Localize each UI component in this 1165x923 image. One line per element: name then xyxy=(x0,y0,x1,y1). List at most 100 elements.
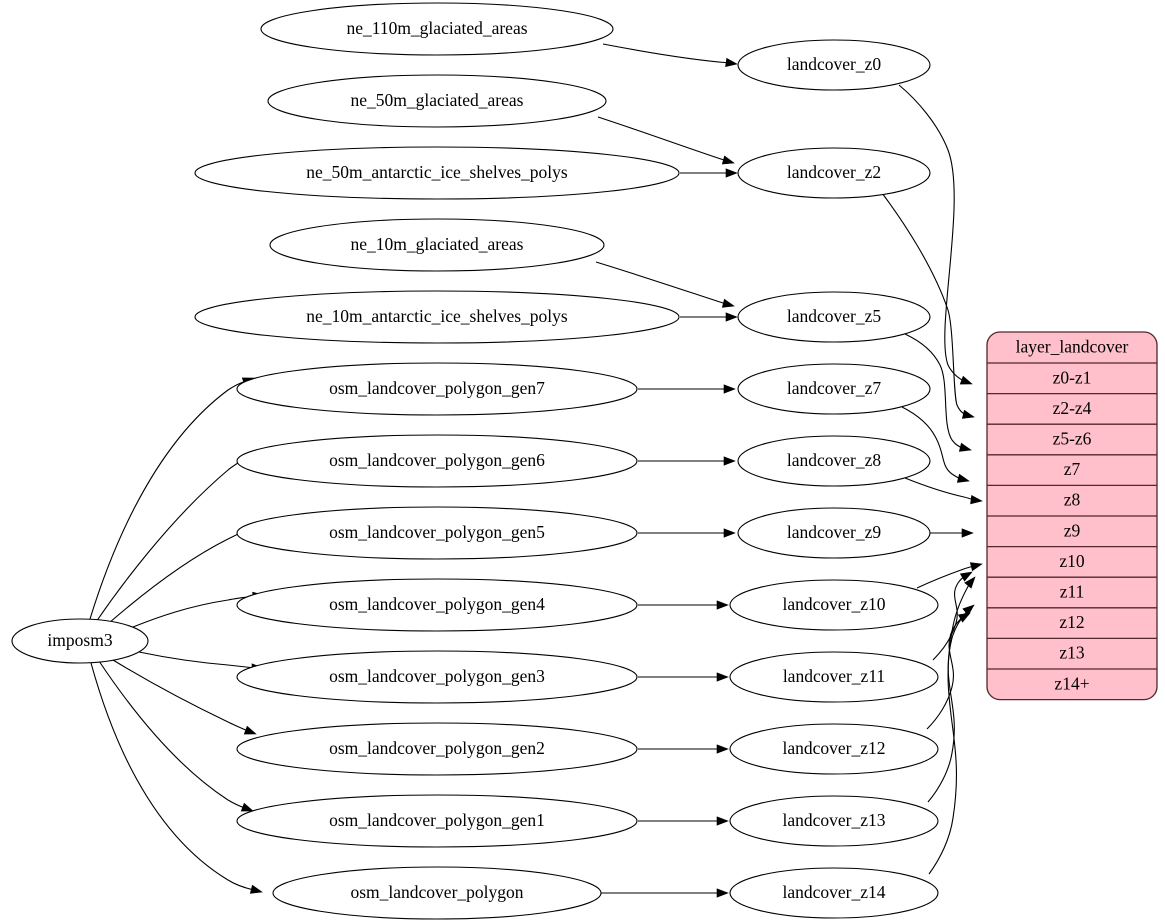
edge-osm-landcover-polygon-gen6-to-landcover-z8 xyxy=(638,456,736,466)
edge-imposm3-to-osm-landcover-polygon xyxy=(90,662,263,894)
node-ne-50m-glaciated-areas[interactable]: ne_50m_glaciated_areas xyxy=(267,74,607,128)
arrowhead-icon xyxy=(249,884,263,894)
table-row-z10[interactable]: z10 xyxy=(1059,551,1085,571)
node-label: osm_landcover_polygon_gen1 xyxy=(329,810,545,830)
node-landcover-z10[interactable]: landcover_z10 xyxy=(729,579,939,631)
edge-line xyxy=(928,582,971,875)
edge-osm-landcover-polygon-gen7-to-landcover-z7 xyxy=(638,384,736,394)
node-osm-landcover-polygon-gen2[interactable]: osm_landcover_polygon_gen2 xyxy=(236,722,638,776)
node-label: osm_landcover_polygon_gen7 xyxy=(329,378,545,398)
node-osm-landcover-polygon-gen4[interactable]: osm_landcover_polygon_gen4 xyxy=(236,578,638,632)
arrowhead-icon xyxy=(716,744,729,754)
arrowhead-icon xyxy=(961,528,974,538)
node-ne-50m-antarctic-ice-shelves-polys[interactable]: ne_50m_antarctic_ice_shelves_polys xyxy=(194,146,680,200)
node-label: landcover_z5 xyxy=(787,306,882,326)
edge-line xyxy=(904,333,964,449)
node-landcover-z14[interactable]: landcover_z14 xyxy=(729,867,939,919)
node-ne-10m-antarctic-ice-shelves-polys[interactable]: ne_10m_antarctic_ice_shelves_polys xyxy=(194,290,680,344)
node-ne-110m-glaciated-areas[interactable]: ne_110m_glaciated_areas xyxy=(260,2,614,56)
edge-line xyxy=(916,565,975,589)
node-shape xyxy=(236,650,638,704)
table-row-z11[interactable]: z11 xyxy=(1060,582,1085,602)
edge-osm-landcover-polygon-to-landcover-z14 xyxy=(601,888,729,898)
edge-line xyxy=(597,116,728,162)
table-row-z12[interactable]: z12 xyxy=(1059,612,1084,632)
node-osm-landcover-polygon-gen1[interactable]: osm_landcover_polygon_gen1 xyxy=(236,794,638,848)
arrowhead-icon xyxy=(959,571,973,582)
node-landcover-z0[interactable]: landcover_z0 xyxy=(737,39,931,91)
edge-imposm3-to-osm-landcover-polygon-gen2 xyxy=(112,659,257,735)
edge-ne-10m-glaciated-areas-to-landcover-z5 xyxy=(595,261,735,308)
node-landcover-z5[interactable]: landcover_z5 xyxy=(737,291,931,343)
table-row-z9[interactable]: z9 xyxy=(1064,520,1081,540)
node-label: landcover_z10 xyxy=(782,594,885,614)
arrowhead-icon xyxy=(721,155,735,165)
edge-line xyxy=(138,651,256,669)
edge-line xyxy=(98,660,246,809)
node-landcover-z12[interactable]: landcover_z12 xyxy=(729,723,939,775)
table-row-z8[interactable]: z8 xyxy=(1064,490,1081,510)
node-label: landcover_z8 xyxy=(787,450,882,470)
arrowhead-icon xyxy=(725,312,738,322)
node-osm-landcover-polygon[interactable]: osm_landcover_polygon xyxy=(272,866,602,920)
node-shape xyxy=(737,39,931,91)
node-shape xyxy=(194,290,680,344)
node-ne-10m-glaciated-areas[interactable]: ne_10m_glaciated_areas xyxy=(269,218,605,272)
edge-osm-landcover-polygon-gen4-to-landcover-z10 xyxy=(638,600,729,610)
edge-imposm3-to-osm-landcover-polygon-gen7 xyxy=(89,377,255,620)
node-shape xyxy=(737,147,931,199)
edge-line xyxy=(881,192,967,416)
node-landcover-z2[interactable]: landcover_z2 xyxy=(737,147,931,199)
node-osm-landcover-polygon-gen7[interactable]: osm_landcover_polygon_gen7 xyxy=(236,362,638,416)
node-landcover-z7[interactable]: landcover_z7 xyxy=(737,363,931,415)
edge-line xyxy=(89,380,247,620)
table-row-z5-z6[interactable]: z5-z6 xyxy=(1053,429,1092,449)
table-row-z0-z1[interactable]: z0-z1 xyxy=(1053,367,1092,387)
node-landcover-z13[interactable]: landcover_z13 xyxy=(729,795,939,847)
node-imposm3[interactable]: imposm3 xyxy=(11,618,149,664)
node-osm-landcover-polygon-gen3[interactable]: osm_landcover_polygon_gen3 xyxy=(236,650,638,704)
node-shape xyxy=(260,2,614,56)
node-osm-landcover-polygon-gen6[interactable]: osm_landcover_polygon_gen6 xyxy=(236,434,638,488)
table-row-z13[interactable]: z13 xyxy=(1059,643,1085,663)
node-label: landcover_z12 xyxy=(782,738,885,758)
node-label: osm_landcover_polygon_gen4 xyxy=(329,594,545,614)
table-row-z7[interactable]: z7 xyxy=(1064,459,1081,479)
arrowhead-icon xyxy=(970,494,983,505)
node-osm-landcover-polygon-gen5[interactable]: osm_landcover_polygon_gen5 xyxy=(236,506,638,560)
edge-line xyxy=(898,84,965,382)
edge-imposm3-to-osm-landcover-polygon-gen1 xyxy=(98,660,254,812)
node-label: landcover_z13 xyxy=(782,810,885,830)
arrowhead-icon xyxy=(725,168,738,178)
edge-line xyxy=(112,659,249,732)
arrowhead-icon xyxy=(721,298,735,308)
edge-landcover-z9-to-layer-landcover-z9 xyxy=(930,528,974,538)
node-landcover-z8[interactable]: landcover_z8 xyxy=(737,435,931,487)
table-row-z14[interactable]: z14+ xyxy=(1054,673,1089,693)
node-shape xyxy=(236,794,638,848)
node-shape xyxy=(729,867,939,919)
edge-line xyxy=(595,261,727,305)
node-shape xyxy=(729,795,939,847)
node-landcover-z9[interactable]: landcover_z9 xyxy=(737,507,931,559)
node-label: imposm3 xyxy=(47,630,112,650)
node-shape xyxy=(236,362,638,416)
table-row-z2-z4[interactable]: z2-z4 xyxy=(1053,398,1092,418)
edge-landcover-z5-to-layer-landcover-z5-z6 xyxy=(904,333,972,452)
node-landcover-z11[interactable]: landcover_z11 xyxy=(729,651,939,703)
edge-imposm3-to-osm-landcover-polygon-gen6 xyxy=(95,452,257,623)
node-label: landcover_z2 xyxy=(787,162,881,182)
arrowhead-icon xyxy=(723,384,736,394)
nodes-layer: imposm3 ne_110m_glaciated_areas ne_50m_gla… xyxy=(11,2,939,920)
node-shape xyxy=(272,866,602,920)
node-label: ne_50m_glaciated_areas xyxy=(351,90,524,110)
node-shape xyxy=(737,507,931,559)
node-shape xyxy=(729,723,939,775)
layer-landcover-table: layer_landcoverz0-z1z2-z4z5-z6z7z8z9z10z… xyxy=(986,331,1158,701)
arrowhead-icon xyxy=(961,409,975,419)
node-label: osm_landcover_polygon xyxy=(350,882,523,902)
edge-osm-landcover-polygon-gen1-to-landcover-z13 xyxy=(638,816,729,826)
arrowhead-icon xyxy=(723,528,736,538)
arrowhead-icon xyxy=(964,576,976,589)
